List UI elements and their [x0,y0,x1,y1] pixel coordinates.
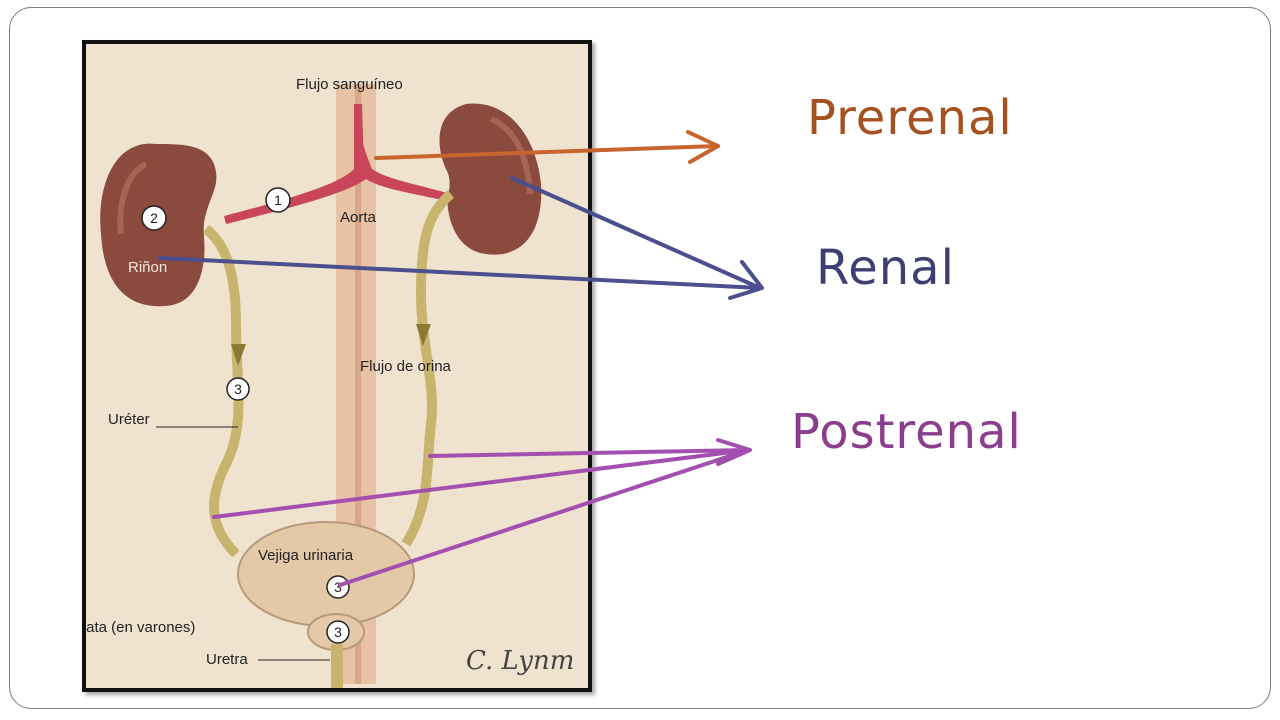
renal-label: Renal [816,240,955,296]
marker-3-ureter: 3 [226,377,250,401]
blood-flow-label: Flujo sanguíneo [296,76,403,93]
marker-3-prostate: 3 [326,620,350,644]
slide-frame [9,7,1271,709]
svg-text:3: 3 [334,624,342,640]
urethra [331,644,343,688]
svg-text:2: 2 [150,210,158,226]
postrenal-label: Postrenal [791,404,1022,460]
aorta-label: Aorta [340,209,377,226]
bladder-label: Vejiga urinaria [258,547,354,564]
ureter-label: Uréter [108,411,150,428]
svg-text:1: 1 [274,192,282,208]
left-flow-arrow [231,344,246,366]
signature: C. Lynm [466,646,574,676]
kidney-label: Riñon [128,259,167,276]
urinary-system-figure: Flujo sanguíneo Aorta Riñon Flujo de ori… [82,40,592,692]
left-kidney-highlight [117,161,148,235]
prostate-label: tata (en varones) [86,619,195,636]
bladder [237,521,415,627]
marker-1: 1 [265,187,291,213]
renal-arteries [224,104,451,224]
urinary-system-diagram: Flujo sanguíneo Aorta Riñon Flujo de ori… [86,76,574,688]
right-flow-arrow [416,324,431,346]
aorta-red-stripe [354,104,364,169]
urethra-label: Uretra [206,651,248,668]
svg-text:3: 3 [234,381,242,397]
marker-2: 2 [141,205,167,231]
svg-text:3: 3 [334,579,342,595]
urine-flow-label: Flujo de orina [360,358,452,375]
marker-3-bladder: 3 [326,575,350,599]
prerenal-label: Prerenal [807,90,1013,146]
